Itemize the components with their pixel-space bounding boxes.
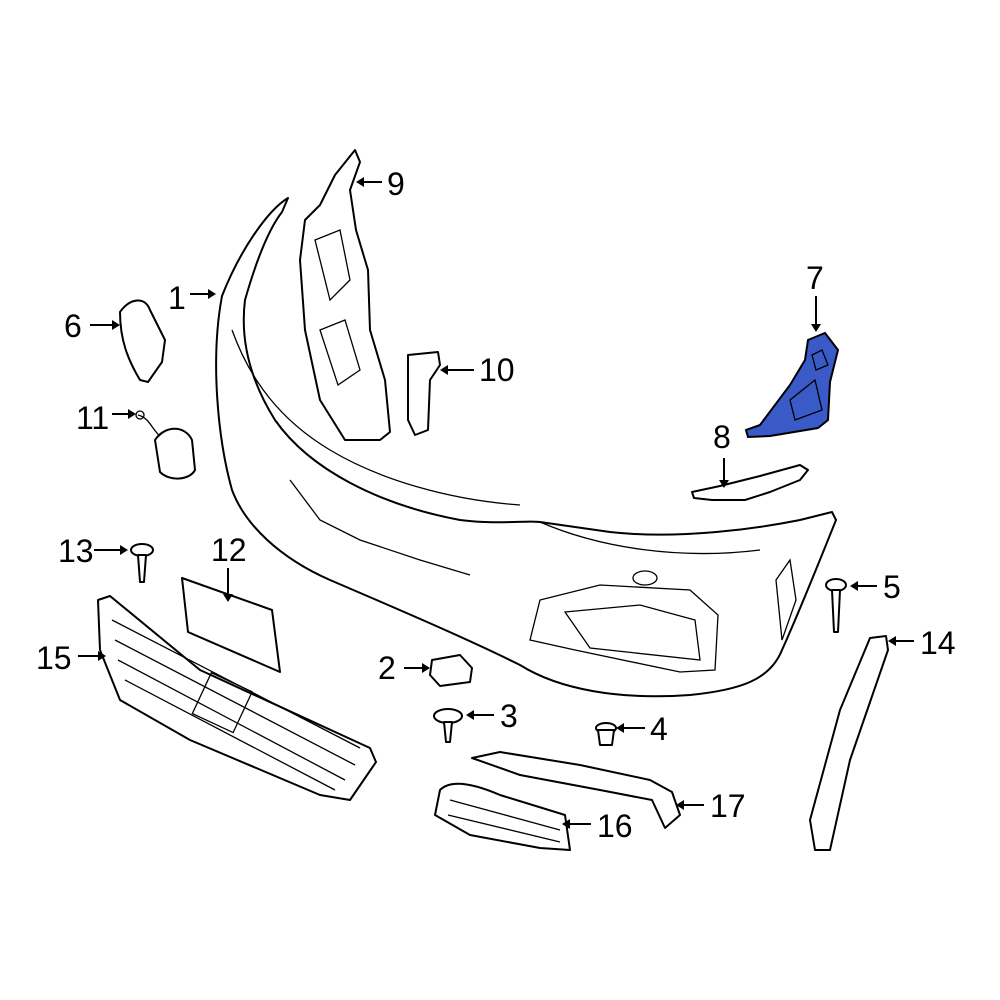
- callout-10: 10: [479, 352, 515, 388]
- callout-1: 1: [168, 280, 186, 316]
- part-12-license-plate-bracket[interactable]: [181, 577, 281, 673]
- callout-13: 13: [58, 533, 94, 569]
- part-9-support-bracket[interactable]: [299, 149, 391, 441]
- callout-11: 11: [76, 400, 110, 436]
- part-16-grille-insert[interactable]: [434, 782, 571, 851]
- callout-15: 15: [36, 640, 72, 676]
- part-15-lower-grille[interactable]: [97, 595, 377, 801]
- callout-8: 8: [713, 419, 731, 455]
- callout-14: 14: [920, 625, 956, 661]
- callout-5: 5: [883, 569, 901, 605]
- part-17-trim-strip[interactable]: [471, 751, 681, 829]
- callout-9: 9: [387, 166, 405, 202]
- part-13-screw[interactable]: [130, 543, 154, 583]
- callout-2: 2: [378, 650, 396, 686]
- part-7-bracket-highlighted[interactable]: [744, 331, 840, 439]
- part-1-bumper-cover[interactable]: [215, 197, 837, 698]
- part-8-bracket[interactable]: [691, 464, 809, 501]
- part-3-bolt[interactable]: [433, 708, 463, 743]
- part-2-clip[interactable]: [429, 654, 473, 687]
- part-5-screw[interactable]: [825, 578, 847, 633]
- part-11-tow-hook-cap[interactable]: [135, 410, 196, 480]
- callout-7: 7: [806, 260, 824, 296]
- callout-17: 17: [710, 788, 746, 824]
- callout-12: 12: [211, 532, 247, 568]
- callout-3: 3: [500, 698, 518, 734]
- callout-arrows: [78, 177, 914, 829]
- part-10-bracket[interactable]: [407, 351, 441, 436]
- part-6-cover[interactable]: [119, 299, 166, 383]
- part-14-side-reflector-strip[interactable]: [809, 635, 889, 851]
- part-4-clip[interactable]: [595, 722, 617, 746]
- callout-16: 16: [597, 808, 633, 844]
- callout-6: 6: [64, 308, 82, 344]
- callout-4: 4: [650, 711, 668, 747]
